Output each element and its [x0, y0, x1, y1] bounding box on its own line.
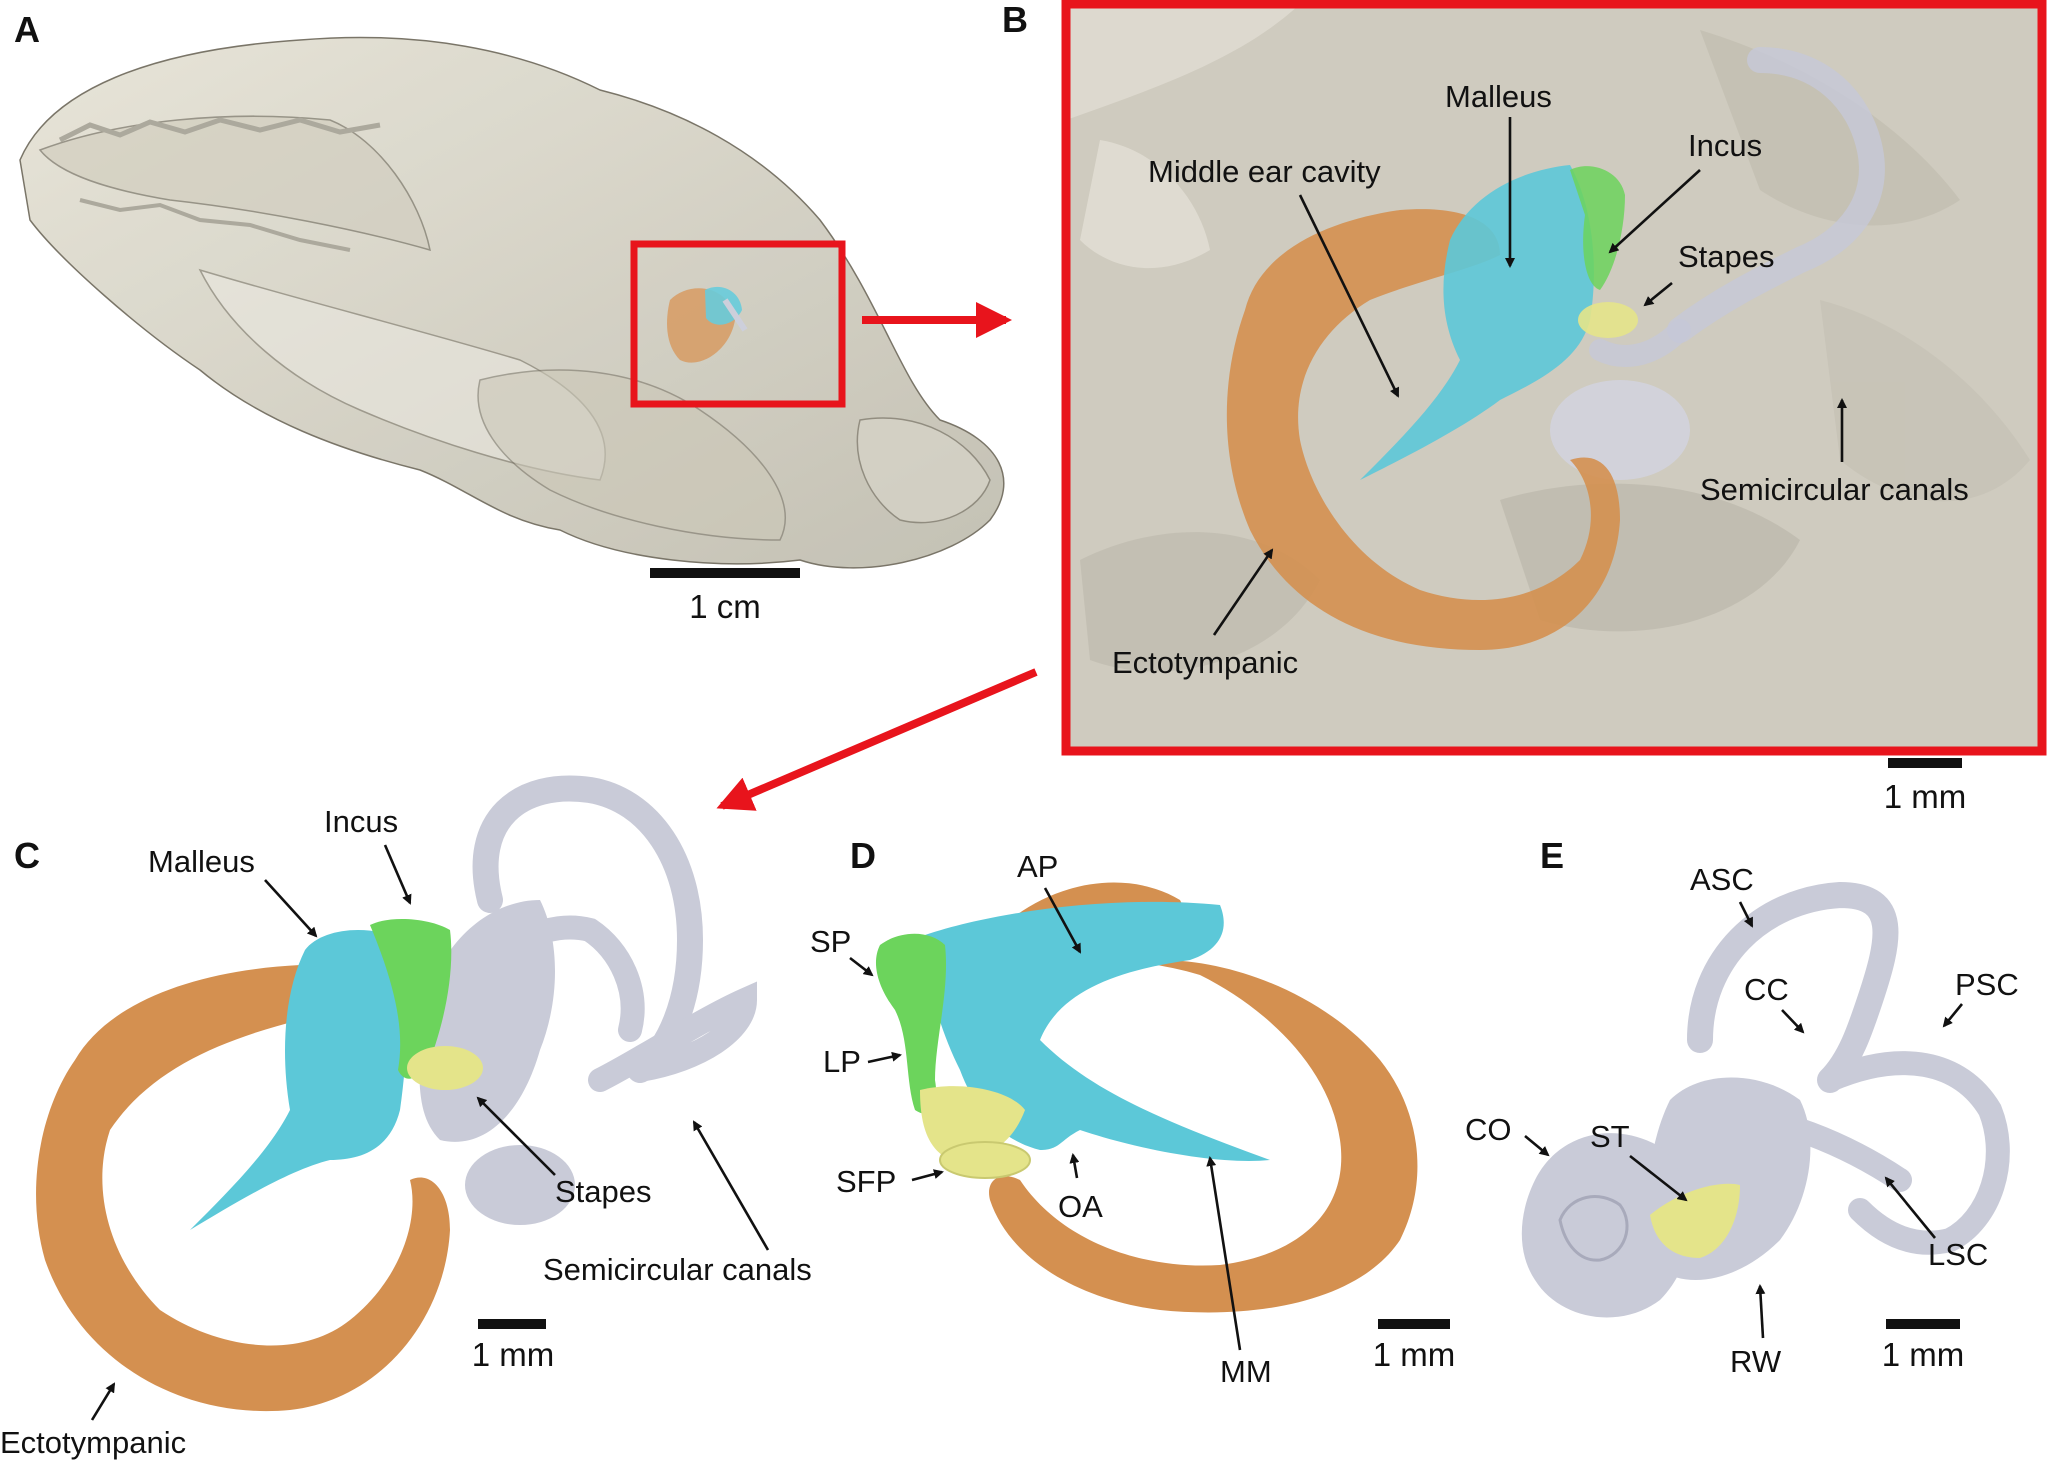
label-e-cc: CC	[1744, 972, 1789, 1007]
label-e-st: ST	[1590, 1119, 1630, 1154]
label-b-malleus: Malleus	[1445, 79, 1552, 114]
label-c-stapes: Stapes	[555, 1174, 652, 1209]
panel-b: B Malleus Middle ear cavity Incus Stapes	[716, 0, 2047, 815]
stapes-d	[920, 1086, 1025, 1160]
label-b-ectotympanic: Ectotympanic	[1112, 645, 1298, 680]
malleus-b	[1360, 165, 1594, 480]
inner-ear-ghost-b	[1550, 380, 1690, 480]
stapes-c	[407, 1046, 483, 1090]
label-d-lp: LP	[823, 1044, 861, 1079]
label-d-ap: AP	[1017, 849, 1058, 884]
psc-canal	[1818, 1051, 2010, 1255]
incus-d	[875, 933, 947, 1114]
cochlea-e	[1521, 1133, 1691, 1318]
incus-c	[370, 918, 452, 1079]
panel-e: E ASC CC PSC CO ST LSC RW 1 mm	[1465, 835, 2019, 1379]
cochlea-c	[465, 1145, 575, 1225]
asc-canal	[1687, 881, 1899, 1093]
panel-letter-d: D	[850, 835, 876, 876]
stapes-footplate-d	[939, 1141, 1031, 1179]
panel-d: D AP SP LP SFP OA MM 1 mm	[810, 835, 1455, 1389]
label-b-middle-ear-cavity: Middle ear cavity	[1148, 154, 1381, 189]
skull-render	[19, 36, 1005, 569]
panel-letter-b: B	[1002, 0, 1028, 40]
ectotympanic-b	[1226, 209, 1620, 650]
panel-letter-e: E	[1540, 835, 1564, 876]
malleus-c	[190, 930, 407, 1230]
label-b-incus: Incus	[1688, 128, 1762, 163]
scale-label-e: 1 mm	[1882, 1336, 1965, 1373]
malleus-d	[925, 901, 1270, 1161]
label-c-semicircular-canals: Semicircular canals	[543, 1252, 812, 1287]
label-d-oa: OA	[1058, 1189, 1103, 1224]
panel-letter-c: C	[14, 835, 40, 876]
label-e-co: CO	[1465, 1112, 1512, 1147]
label-b-semicircular-canals: Semicircular canals	[1700, 472, 1969, 507]
label-b-stapes: Stapes	[1678, 239, 1775, 274]
label-d-sp: SP	[810, 924, 851, 959]
label-e-psc: PSC	[1955, 967, 2019, 1002]
canals-ghost-b	[1667, 47, 1885, 343]
panel-a: A 1 cm	[14, 9, 1012, 625]
panel-letter-a: A	[14, 9, 40, 50]
label-e-lsc: LSC	[1928, 1237, 1988, 1272]
label-d-mm: MM	[1220, 1354, 1272, 1389]
zoom-box	[630, 240, 846, 408]
scale-label-c: 1 mm	[472, 1336, 555, 1373]
label-e-asc: ASC	[1690, 862, 1754, 897]
stapes-b	[1578, 302, 1638, 338]
bone-texture	[1066, 4, 2030, 672]
scale-label-d: 1 mm	[1373, 1336, 1456, 1373]
zoom-arrow-b-to-c	[716, 668, 1038, 811]
scale-label-b: 1 mm	[1884, 778, 1967, 815]
label-c-ectotympanic: Ectotympanic	[0, 1425, 186, 1460]
ectotympanic-c	[36, 965, 450, 1412]
label-d-sfp: SFP	[836, 1164, 896, 1199]
panel-b-frame	[1061, 0, 2047, 756]
label-c-incus: Incus	[324, 804, 398, 839]
stapes-e	[1650, 1183, 1740, 1258]
canals-c	[472, 775, 704, 1083]
panel-c: C Malleus Incus Stapes Semicircular cana…	[0, 775, 812, 1460]
label-e-rw: RW	[1730, 1344, 1782, 1379]
label-c-malleus: Malleus	[148, 844, 255, 879]
incus-b	[1570, 166, 1625, 290]
scale-label-a: 1 cm	[689, 588, 761, 625]
